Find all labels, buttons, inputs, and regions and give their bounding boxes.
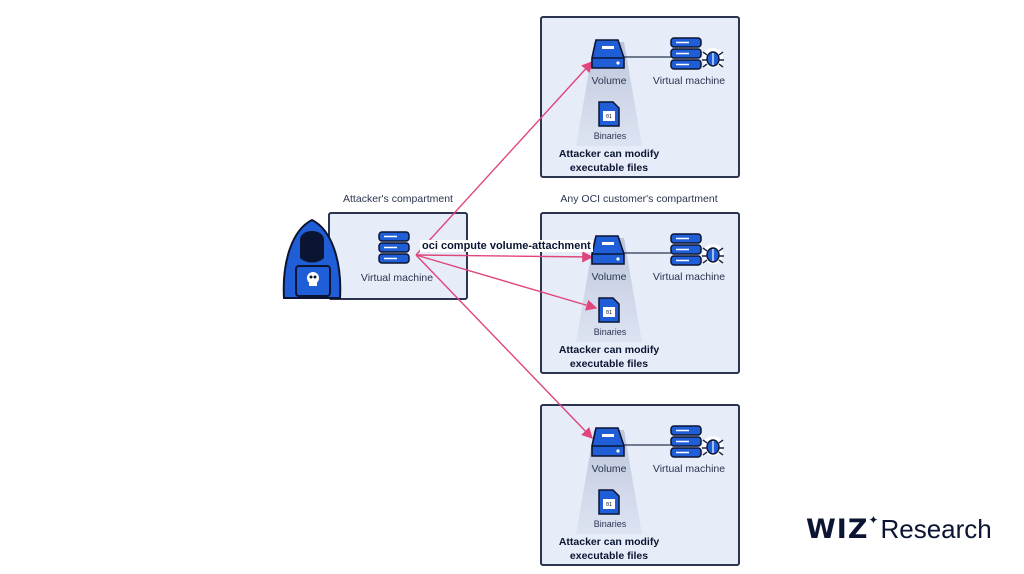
vm-label: Virtual machine (652, 271, 726, 283)
command-label: oci compute volume-attachment (420, 240, 593, 252)
svg-text:01: 01 (606, 310, 612, 316)
victim-compartment-2 (540, 212, 740, 374)
binary-file-icon: 01 (598, 101, 620, 127)
attack-arrow-1 (415, 60, 593, 256)
svg-text:01: 01 (606, 502, 612, 508)
attacker-vm-label: Virtual machine (360, 272, 434, 284)
volume-label: Volume (591, 463, 627, 475)
customer-compartment-label: Any OCI customer's compartment (560, 193, 718, 205)
bug-icon (702, 244, 724, 264)
volume-label: Volume (591, 271, 627, 283)
modify-note-line1: Attacker can modify (558, 536, 660, 548)
modify-note-line1: Attacker can modify (558, 148, 660, 160)
skull-icon (307, 272, 319, 286)
svg-text:01: 01 (606, 114, 612, 120)
logo-research: Research (880, 514, 992, 544)
volume-drive-icon (591, 427, 625, 457)
binary-file-icon: 01 (598, 489, 620, 515)
logo-star-icon: ✦ (868, 513, 879, 527)
attack-arrow-3 (415, 254, 598, 311)
attacker-compartment-label: Attacker's compartment (343, 193, 453, 205)
modify-note-line2: executable files (569, 358, 649, 370)
binaries-label: Binaries (593, 131, 627, 141)
volume-drive-icon (591, 235, 625, 265)
hacker-icon (282, 218, 342, 299)
vm-label: Virtual machine (652, 463, 726, 475)
binary-file-icon: 01 (598, 297, 620, 323)
volume-drive-icon (591, 39, 625, 69)
logo-wiz: WIZ (806, 514, 869, 545)
server-icon (670, 37, 702, 70)
bug-icon (702, 436, 724, 456)
attack-arrow-4 (415, 254, 593, 440)
modify-note-line2: executable files (569, 162, 649, 174)
volume-label: Volume (591, 75, 627, 87)
modify-note-line1: Attacker can modify (558, 344, 660, 356)
attack-arrow-2 (415, 251, 594, 263)
server-icon (670, 425, 702, 458)
victim-compartment-3 (540, 404, 740, 566)
bug-icon (702, 48, 724, 68)
binaries-label: Binaries (593, 327, 627, 337)
binaries-label: Binaries (593, 519, 627, 529)
vm-label: Virtual machine (652, 75, 726, 87)
server-icon (378, 231, 410, 264)
server-icon (670, 233, 702, 266)
victim-compartment-1 (540, 16, 740, 178)
modify-note-line2: executable files (569, 550, 649, 562)
wiz-research-logo: WIZ ✦ Research (806, 513, 992, 548)
